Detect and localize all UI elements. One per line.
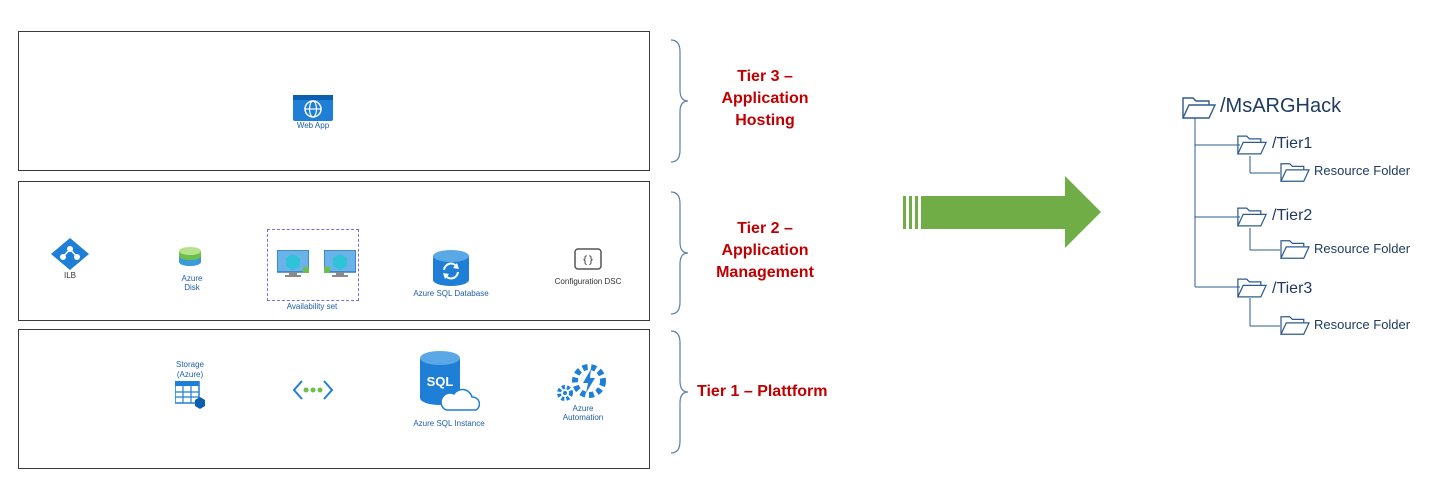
folder-open-icon xyxy=(1280,163,1310,182)
automation-label-2: Automation xyxy=(562,413,604,422)
load-balancer-icon xyxy=(51,238,89,270)
ilb-label: ILB xyxy=(63,271,76,280)
tree-root-label: /MsARGHack xyxy=(1220,95,1342,117)
sql-database-label: Azure SQL Database xyxy=(413,289,489,298)
virtual-machine-icon xyxy=(277,250,309,277)
folder-open-icon xyxy=(1237,278,1267,298)
tier3-title-line1: Tier 3 – xyxy=(737,68,793,85)
configuration-dsc-label: Configuration DSC xyxy=(554,277,622,286)
folder-open-icon xyxy=(1237,135,1267,155)
folder-open-icon xyxy=(1237,207,1267,227)
tree-connector-lines xyxy=(1194,118,1280,327)
availability-set-group xyxy=(267,229,359,301)
virtual-network-icon xyxy=(293,380,333,400)
tree-leaf-tier3: Resource Folder xyxy=(1314,317,1411,332)
tier1-brace xyxy=(670,330,689,454)
tier1-box xyxy=(18,329,650,469)
tier2-title-line3: Management xyxy=(716,264,814,281)
tier3-title: Tier 3 – Application Hosting xyxy=(695,66,835,132)
storage-table-icon xyxy=(175,381,205,409)
azure-disk-label-1: Azure xyxy=(181,274,203,283)
tree-node-tier2: /Tier2 xyxy=(1272,207,1313,224)
automation-label-1: Azure xyxy=(572,404,594,413)
tier2-brace xyxy=(670,191,689,315)
tier1-title: Tier 1 – Plattform xyxy=(697,383,828,400)
folder-open-icon xyxy=(1280,240,1310,259)
sql-instance-icon: SQL xyxy=(420,351,480,411)
web-app-label: Web App xyxy=(296,121,330,130)
tier2-title-line2: Application xyxy=(721,242,809,259)
tier3-box xyxy=(18,31,650,171)
tier2-title: Tier 2 – Application Management xyxy=(690,218,840,284)
sql-database-icon xyxy=(433,250,469,286)
folder-open-icon xyxy=(1182,97,1216,119)
right-arrow-icon xyxy=(903,176,1101,248)
sql-text: SQL xyxy=(427,374,454,389)
svg-text:{}: {} xyxy=(582,255,594,266)
tier3-brace xyxy=(670,39,689,163)
storage-label-2: (Azure) xyxy=(176,370,204,379)
tree-leaf-tier1: Resource Folder xyxy=(1314,163,1411,178)
azure-disk-icon xyxy=(179,247,201,266)
tree-leaf-tier2: Resource Folder xyxy=(1314,241,1411,256)
sql-instance-label: Azure SQL Instance xyxy=(413,419,485,428)
tier3-title-line2: Application xyxy=(721,90,809,107)
azure-disk-label-2: Disk xyxy=(184,283,200,292)
virtual-machine-icon xyxy=(324,250,356,277)
configuration-dsc-icon: {} xyxy=(574,248,602,270)
automation-gear-icon xyxy=(557,364,606,401)
tree-node-tier3: /Tier3 xyxy=(1272,280,1313,297)
tier2-title-line1: Tier 2 – xyxy=(737,220,793,237)
availability-set-label: Availability set xyxy=(286,302,338,311)
tree-node-tier1: /Tier1 xyxy=(1272,135,1313,152)
storage-label-1: Storage xyxy=(175,360,205,369)
web-app-icon xyxy=(293,95,333,121)
tier3-title-line3: Hosting xyxy=(735,112,795,129)
folder-open-icon xyxy=(1280,316,1310,335)
